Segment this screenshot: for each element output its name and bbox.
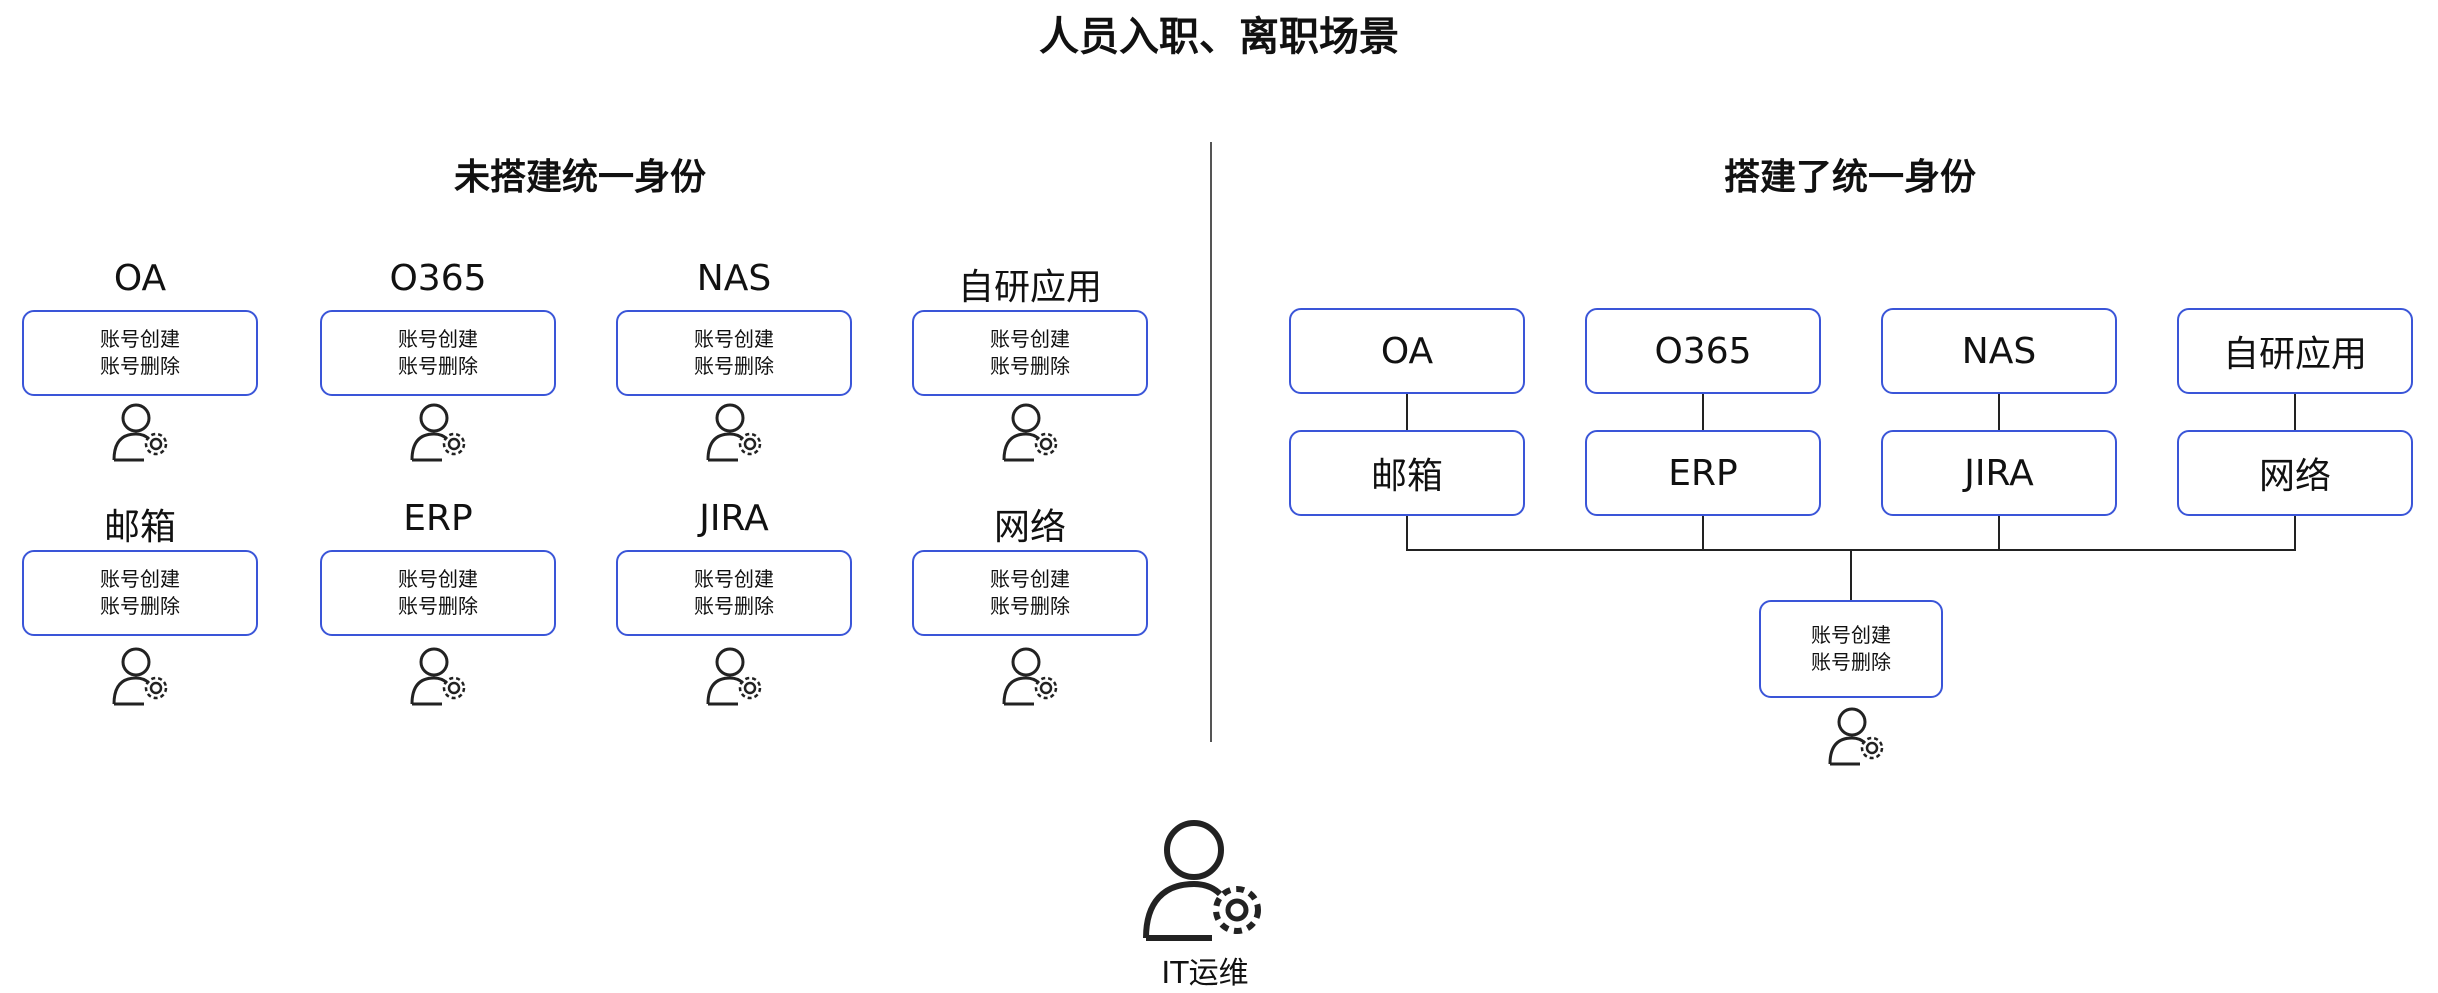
connector-line: [2294, 394, 2296, 432]
op-create-label: 账号创建: [694, 567, 774, 591]
op-create-label: 账号创建: [398, 327, 478, 351]
connector-line: [1702, 515, 1704, 551]
left-op-box-nas: 账号创建 账号删除: [616, 310, 852, 396]
left-op-box-erp: 账号创建 账号删除: [320, 550, 556, 636]
right-app-box-inhouse: 自研应用: [2177, 308, 2413, 394]
op-create-label: 账号创建: [990, 567, 1070, 591]
connector-line: [2294, 515, 2296, 551]
user-gear-icon: [408, 646, 470, 706]
op-create-label: 账号创建: [1811, 623, 1891, 647]
right-section-title: 搭建了统一身份: [1723, 157, 1976, 198]
right-app-box-mail: 邮箱: [1289, 430, 1525, 516]
connector-line: [1702, 394, 1704, 432]
op-delete-label: 账号删除: [990, 594, 1070, 618]
user-gear-icon: [110, 402, 172, 462]
op-delete-label: 账号删除: [398, 354, 478, 378]
user-gear-icon: [1826, 706, 1888, 766]
op-create-label: 账号创建: [398, 567, 478, 591]
it-ops-label: IT运维: [1161, 956, 1249, 991]
user-gear-icon: [408, 402, 470, 462]
right-app-box-erp: ERP: [1585, 430, 1821, 516]
op-delete-label: 账号删除: [100, 354, 180, 378]
section-divider: [1210, 142, 1212, 742]
left-op-box-mail: 账号创建 账号删除: [22, 550, 258, 636]
right-app-box-jira: JIRA: [1881, 430, 2117, 516]
left-op-box-oa: 账号创建 账号删除: [22, 310, 258, 396]
user-gear-icon: [110, 646, 172, 706]
right-app-box-oa: OA: [1289, 308, 1525, 394]
left-app-label-nas: NAS: [696, 258, 772, 299]
left-op-box-o365: 账号创建 账号删除: [320, 310, 556, 396]
op-delete-label: 账号删除: [398, 594, 478, 618]
user-gear-icon: [1000, 402, 1062, 462]
op-delete-label: 账号删除: [1811, 650, 1891, 674]
left-section-title: 未搭建统一身份: [453, 157, 706, 198]
left-app-label-o365: O365: [389, 258, 487, 299]
op-delete-label: 账号删除: [100, 594, 180, 618]
connector-line: [1998, 515, 2000, 551]
right-app-box-o365: O365: [1585, 308, 1821, 394]
left-op-box-network: 账号创建 账号删除: [912, 550, 1148, 636]
right-app-box-network: 网络: [2177, 430, 2413, 516]
connector-line: [1998, 394, 2000, 432]
left-app-label-inhouse: 自研应用: [957, 267, 1102, 308]
user-gear-icon: [704, 646, 766, 706]
it-admin-icon: [1140, 818, 1270, 942]
left-app-label-network: 网络: [993, 507, 1066, 548]
left-app-label-jira: JIRA: [699, 498, 769, 539]
connector-line: [1406, 394, 1408, 432]
op-delete-label: 账号删除: [990, 354, 1070, 378]
connector-line: [1850, 549, 1852, 602]
op-create-label: 账号创建: [100, 327, 180, 351]
left-op-box-jira: 账号创建 账号删除: [616, 550, 852, 636]
user-gear-icon: [704, 402, 766, 462]
unified-op-box: 账号创建 账号删除: [1759, 600, 1943, 698]
left-app-label-erp: ERP: [403, 498, 473, 539]
op-create-label: 账号创建: [100, 567, 180, 591]
left-op-box-inhouse: 账号创建 账号删除: [912, 310, 1148, 396]
user-gear-icon: [1000, 646, 1062, 706]
op-delete-label: 账号删除: [694, 354, 774, 378]
op-delete-label: 账号删除: [694, 594, 774, 618]
op-create-label: 账号创建: [694, 327, 774, 351]
op-create-label: 账号创建: [990, 327, 1070, 351]
page-title: 人员入职、离职场景: [1039, 14, 1399, 60]
left-app-label-mail: 邮箱: [103, 507, 176, 548]
connector-line: [1406, 515, 1408, 551]
left-app-label-oa: OA: [113, 258, 167, 299]
right-app-box-nas: NAS: [1881, 308, 2117, 394]
